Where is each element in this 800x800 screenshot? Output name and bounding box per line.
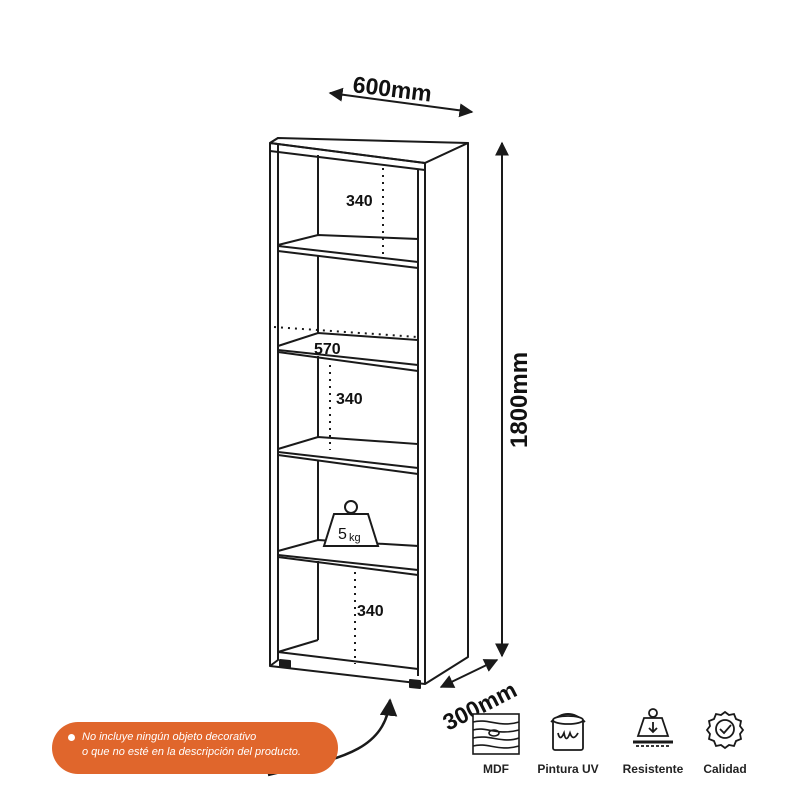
weight-load-icon (633, 708, 673, 747)
wood-grain-icon (472, 713, 520, 755)
inner-measure-lines (273, 168, 419, 664)
shelf-1 (277, 233, 419, 264)
shelf-2 (277, 331, 419, 367)
disclaimer-note: No incluye ningún objeto decorativo o qu… (52, 722, 338, 774)
weight-value: 5 (338, 526, 347, 543)
height-dimension: 1800mm (506, 352, 533, 448)
weight-icon: 5 kg (322, 500, 380, 547)
shelf-3 (277, 435, 419, 470)
bookshelf (269, 137, 469, 689)
shelves (277, 233, 419, 576)
disclaimer-line-2: o que no esté en la descripción del prod… (82, 746, 301, 758)
feature-label-pintura: Pintura UV (537, 762, 598, 776)
feature-label-mdf: MDF (483, 762, 509, 776)
disclaimer-line-1: No incluye ningún objeto decorativo (82, 731, 257, 743)
bullet-icon (68, 734, 75, 741)
inner-width: 570 (314, 341, 341, 358)
feature-label-resistente: Resistente (623, 762, 684, 776)
weight-unit: kg (349, 532, 361, 544)
shelf-4 (277, 538, 419, 572)
inner-height-top: 340 (346, 193, 373, 210)
paint-can-icon (550, 713, 586, 751)
width-dimension: 600mm (351, 71, 433, 106)
feature-label-calidad: Calidad (703, 762, 746, 776)
inner-height-bottom: 340 (357, 603, 384, 620)
dimension-arrows (328, 87, 509, 688)
inner-height-mid: 340 (336, 391, 363, 408)
quality-check-icon (705, 710, 745, 750)
